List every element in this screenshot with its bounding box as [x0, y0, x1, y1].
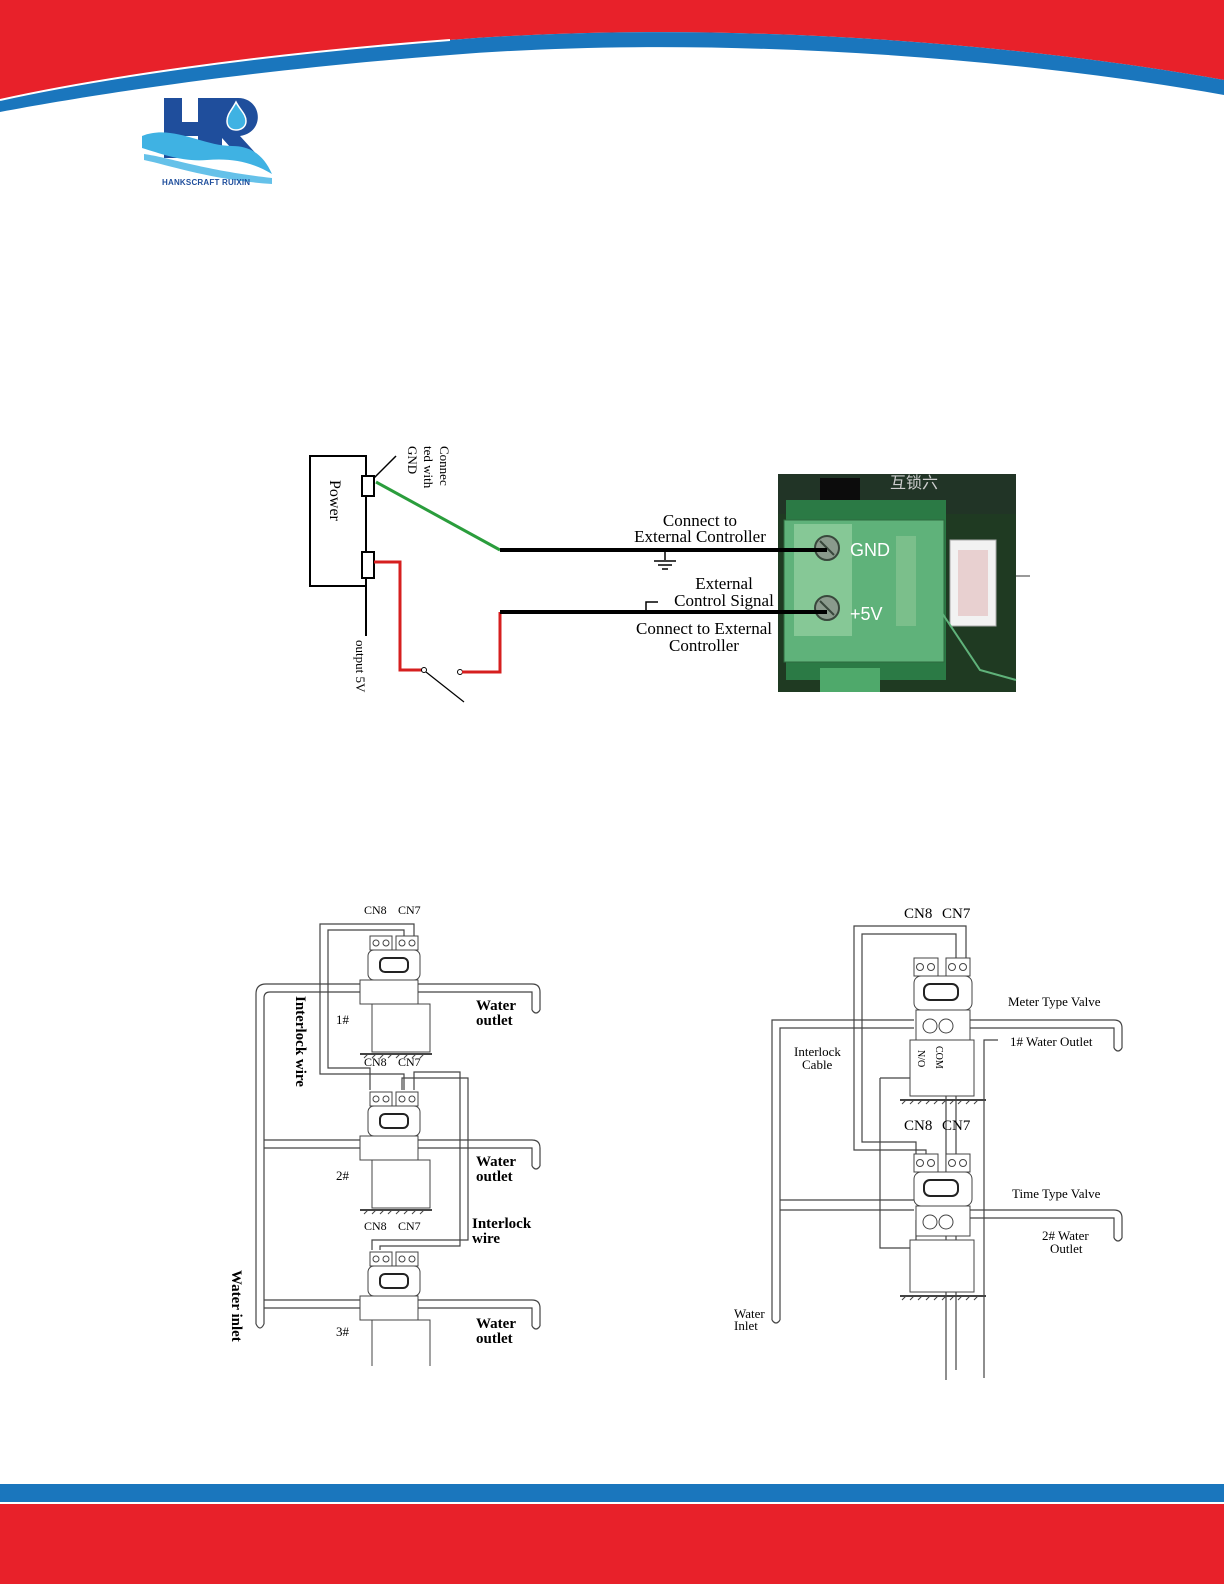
- meter-valve-label: Meter Type Valve: [1008, 994, 1101, 1009]
- interlock-label-2: Cable: [802, 1057, 833, 1072]
- output-note: output 5V: [353, 640, 368, 693]
- outlet-2b-label: Outlet: [1050, 1241, 1083, 1256]
- footer-blue-band: [0, 1484, 1224, 1502]
- outlet-2a-label: 2# Water: [1042, 1228, 1089, 1243]
- valve-3-cn8: CN8: [364, 1219, 387, 1233]
- valve-2-number: 2#: [336, 1168, 350, 1183]
- valve-1-number: 1#: [336, 1012, 350, 1027]
- com-label: COM: [933, 1046, 944, 1069]
- meter-valve: [900, 957, 986, 1105]
- valve-2-outlet-1: Water: [476, 1154, 516, 1170]
- connect-5v-label-1: Connect to External: [636, 619, 772, 638]
- footer-white-line: [0, 1502, 1224, 1504]
- wiring-diagram-svg: 互锁六 GND +5V Power Connec ted with GND ou…: [309, 446, 1030, 703]
- connect-5v-label-2: Controller: [669, 636, 739, 655]
- terminal-5v: +5V: [850, 604, 883, 624]
- gnd-note-3: GND: [405, 446, 420, 474]
- valve-2-cn7: CN7: [398, 1055, 421, 1069]
- gnd-note-2: ted with: [421, 446, 436, 489]
- valve-3: [359, 1251, 432, 1375]
- logo-caption: HANKSCRAFT RUIXIN: [162, 178, 251, 187]
- interlock-label-1: Interlock: [794, 1044, 841, 1059]
- ext-signal-label-2: Control Signal: [674, 591, 774, 610]
- logo: HANKSCRAFT RUIXIN: [142, 96, 274, 192]
- valve-1-cn8: CN8: [364, 903, 387, 917]
- wiring-diagram: 互锁六 GND +5V Power Connec ted with GND ou…: [300, 440, 1040, 710]
- valve-1-outlet-2: outlet: [476, 1013, 513, 1029]
- logo-mark: [142, 98, 272, 184]
- bottom-cn7: CN7: [942, 1118, 971, 1134]
- footer-red-band: [0, 1504, 1224, 1584]
- connect-gnd-label-2: External Controller: [634, 527, 766, 546]
- valve-1-cn7: CN7: [398, 903, 421, 917]
- top-cn8: CN8: [904, 906, 932, 922]
- valve-3-outlet-2: outlet: [476, 1331, 513, 1347]
- inlet-label-1: Water: [734, 1306, 765, 1321]
- connect-gnd-label-1: Connect to: [663, 511, 737, 530]
- interlock-wire-vertical: Interlock wire: [292, 996, 308, 1087]
- left-interlock-svg: CN8 CN7 1# Water outlet CN8 CN7 2# Water…: [228, 903, 541, 1375]
- interlock-wire-1: Interlock: [472, 1216, 532, 1232]
- inlet-label-2: Inlet: [734, 1318, 758, 1333]
- bottom-cn8: CN8: [904, 1118, 932, 1134]
- valve-3-outlet-1: Water: [476, 1316, 516, 1332]
- header-banner: [0, 0, 1224, 113]
- interlock-wire-2: wire: [472, 1231, 500, 1247]
- outlet-1-label: 1# Water Outlet: [1010, 1034, 1093, 1049]
- valve-2-cn8: CN8: [364, 1055, 387, 1069]
- left-interlock-diagram: CN8 CN7 1# Water outlet CN8 CN7 2# Water…: [220, 896, 560, 1375]
- right-interlock-svg: CN8 CN7 CN8 CN7 Meter Type Valve 1# Wate…: [734, 906, 1123, 1380]
- terminal-gnd: GND: [850, 540, 890, 560]
- valve-3-cn7: CN7: [398, 1219, 421, 1233]
- board-silk: 互锁六: [890, 474, 938, 492]
- valve-2-outlet-2: outlet: [476, 1169, 513, 1185]
- gnd-note-1: Connec: [437, 446, 452, 486]
- valve-1-outlet-1: Water: [476, 998, 516, 1014]
- valve-1: [359, 935, 432, 1059]
- valve-2: [359, 1091, 432, 1215]
- time-valve-label: Time Type Valve: [1012, 1186, 1101, 1201]
- ext-signal-label-1: External: [695, 574, 753, 593]
- no-label: N/O: [915, 1050, 926, 1067]
- water-inlet-label: Water inlet: [228, 1270, 244, 1342]
- right-interlock-diagram: CN8 CN7 CN8 CN7 Meter Type Valve 1# Wate…: [730, 900, 1130, 1380]
- valve-3-number: 3#: [336, 1324, 350, 1339]
- time-valve: [900, 1153, 986, 1301]
- top-cn7: CN7: [942, 906, 971, 922]
- power-label: Power: [326, 480, 343, 522]
